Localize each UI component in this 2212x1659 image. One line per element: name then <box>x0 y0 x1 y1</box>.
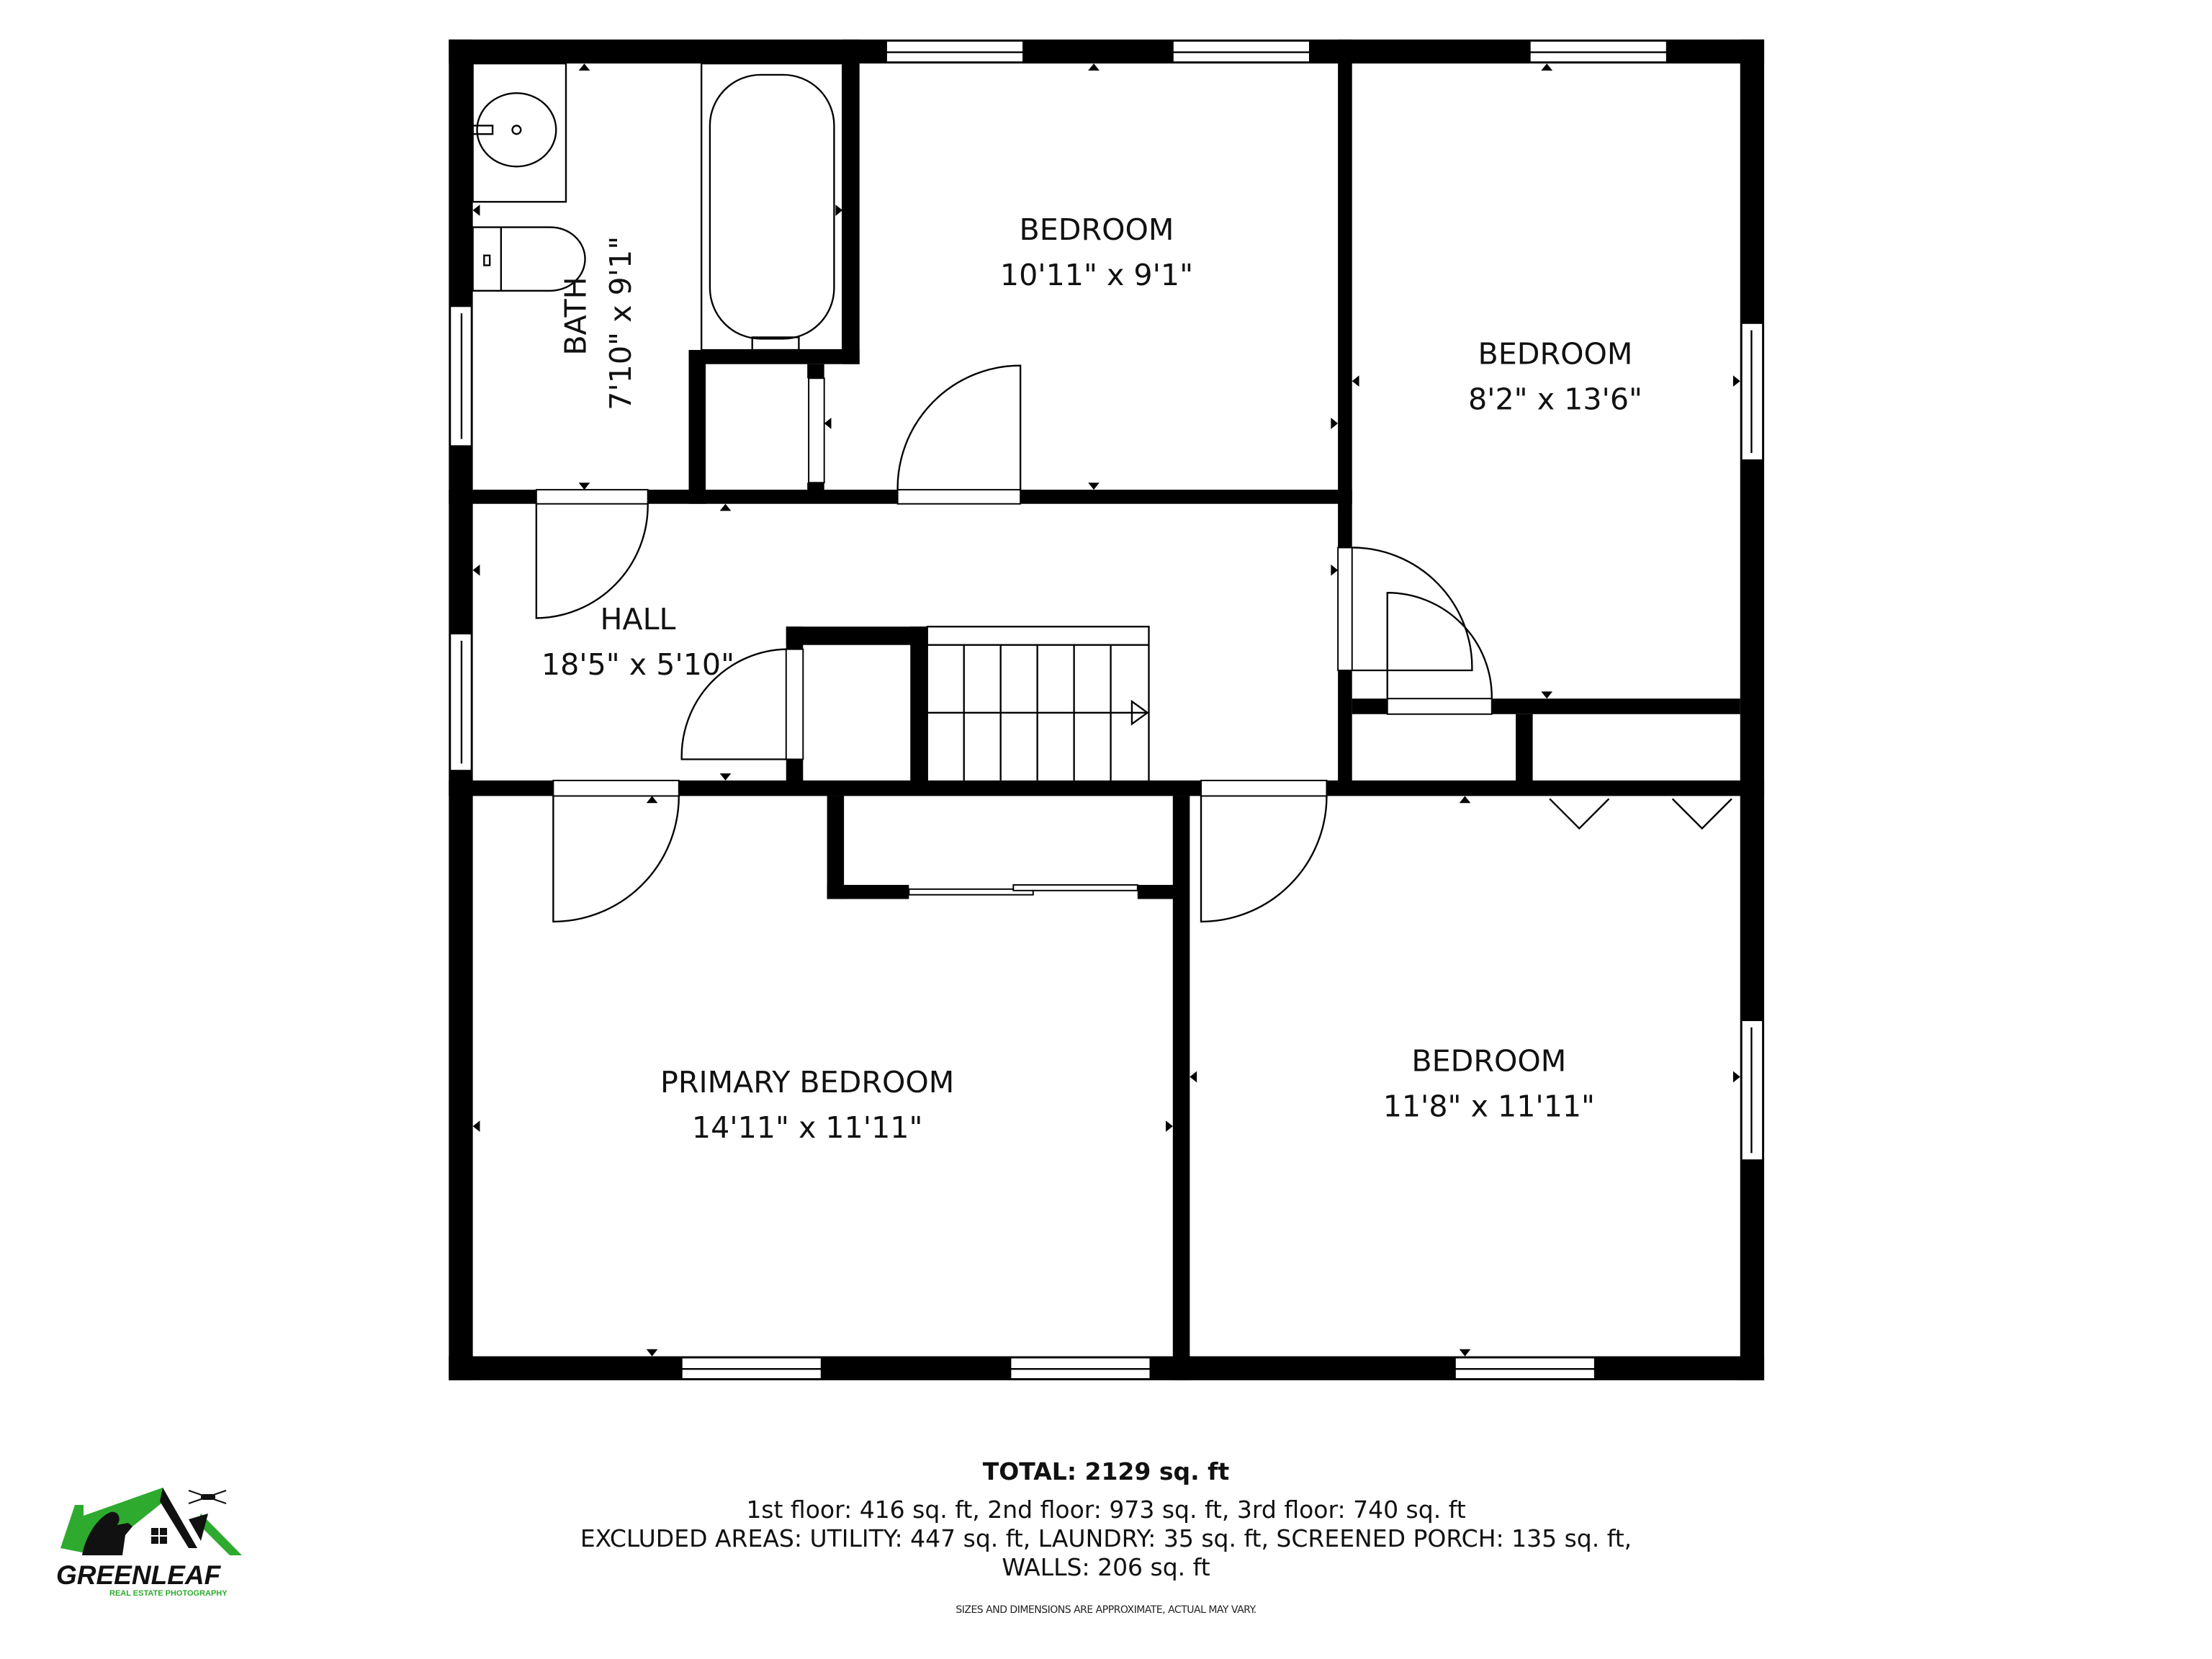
logo-wordmark: GREENLEAF <box>56 1560 222 1590</box>
bath-fixtures <box>472 63 844 351</box>
greenleaf-logo: GREENLEAF REAL ESTATE PHOTOGRAPHY <box>56 1488 242 1598</box>
room-size-bedroom-right: 8'2" x 13'6" <box>1468 382 1642 416</box>
room-size-bedroom-bottom: 11'8" x 11'11" <box>1383 1089 1595 1123</box>
room-size-hall: 18'5" x 5'10" <box>541 647 734 682</box>
doors <box>535 364 1732 923</box>
room-name-hall: HALL <box>600 602 675 637</box>
room-size-bedroom-top: 10'11" x 9'1" <box>1000 258 1193 292</box>
room-name-bedroom-bottom: BEDROOM <box>1411 1044 1566 1079</box>
interior-walls <box>449 39 1765 1380</box>
disclaimer: SIZES AND DIMENSIONS ARE APPROXIMATE, AC… <box>956 1604 1256 1616</box>
drone-icon <box>188 1490 227 1504</box>
excluded-areas: EXCLUDED AREAS: UTILITY: 447 sq. ft, LAU… <box>580 1524 1632 1552</box>
windows <box>449 40 1764 1380</box>
logo-tagline: REAL ESTATE PHOTOGRAPHY <box>109 1589 228 1598</box>
room-name-bedroom-right: BEDROOM <box>1478 337 1633 372</box>
total-area: TOTAL: 2129 sq. ft <box>982 1457 1230 1485</box>
room-name-bath: BATH <box>558 276 593 355</box>
wall-area: WALLS: 206 sq. ft <box>1002 1553 1210 1581</box>
staircase <box>926 626 1150 788</box>
room-name-bedroom-top: BEDROOM <box>1020 212 1174 247</box>
dimension-markers <box>472 63 1740 1357</box>
room-labels: BATH 7'10" x 9'1" BEDROOM 10'11" x 9'1" … <box>541 212 1642 1145</box>
floor-areas: 1st floor: 416 sq. ft, 2nd floor: 973 sq… <box>746 1496 1466 1524</box>
room-name-primary-bedroom: PRIMARY BEDROOM <box>660 1065 954 1100</box>
photographer-silhouette-icon <box>82 1511 132 1555</box>
room-size-primary-bedroom: 14'11" x 11'11" <box>692 1110 922 1145</box>
room-size-bath: 7'10" x 9'1" <box>603 236 638 410</box>
stair-direction-arrow-icon <box>1130 699 1149 726</box>
